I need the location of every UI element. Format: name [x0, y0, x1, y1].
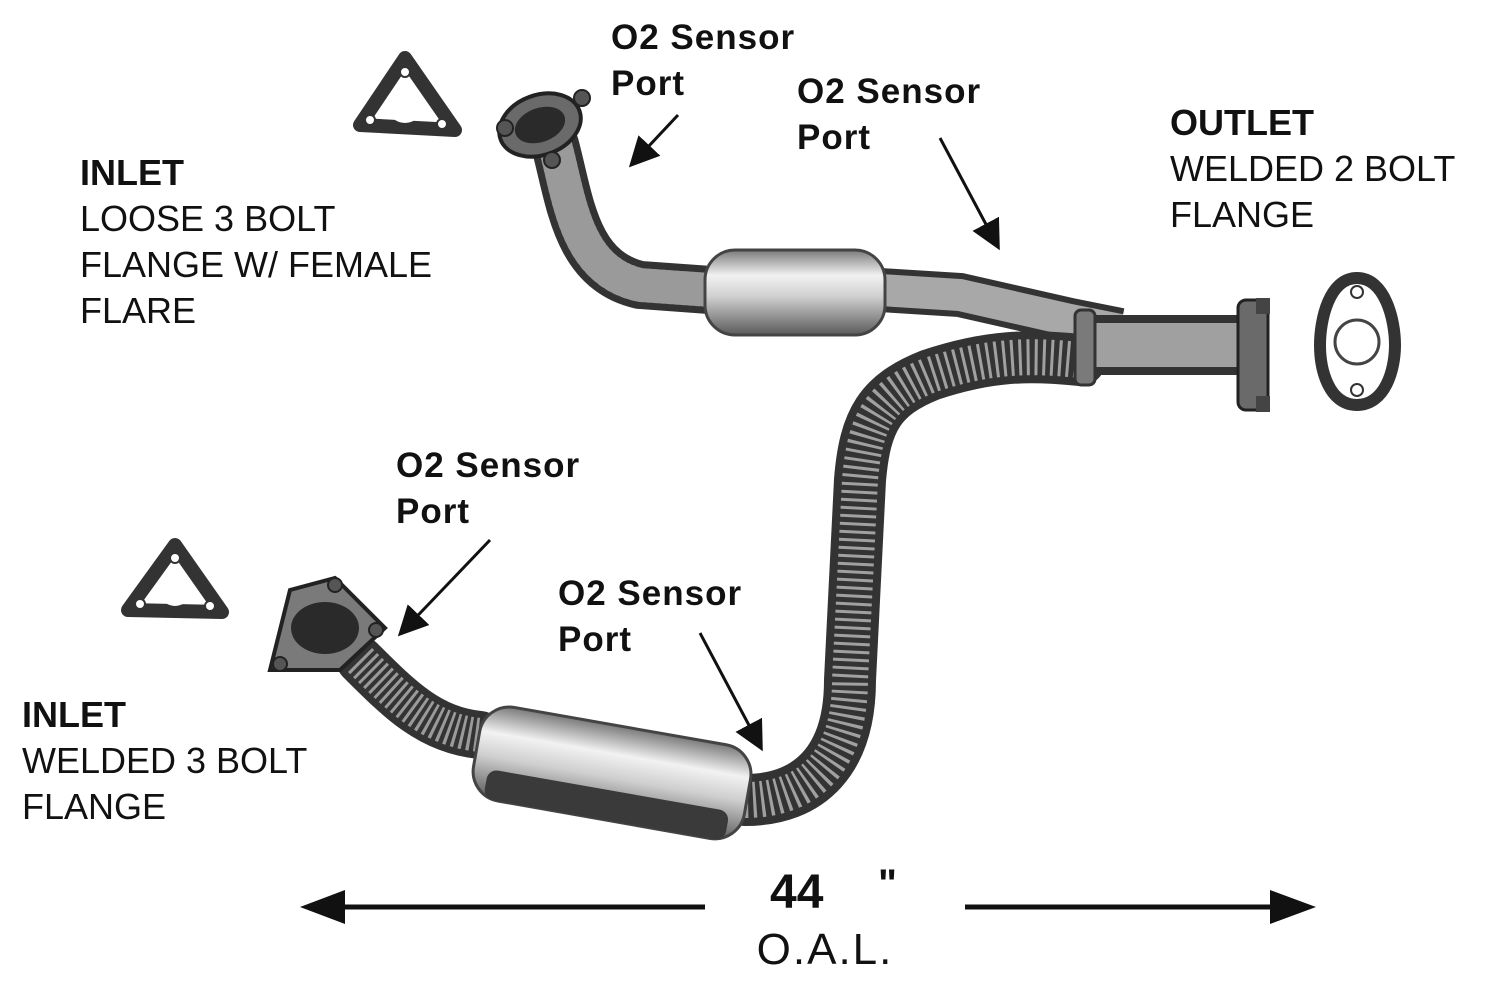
inlet-top-title: INLET — [80, 152, 184, 193]
o2-sensor-port-label-3-line-2: Port — [396, 492, 470, 531]
outlet-pipe — [1073, 308, 1245, 387]
dimension-arrow — [300, 890, 1316, 924]
inlet-bottom-title: INLET — [22, 694, 126, 735]
inlet-bottom-label: INLET WELDED 3 BOLT FLANGE — [22, 692, 307, 830]
lower-catalytic-converter — [471, 705, 753, 841]
lower-pipe-branch — [336, 331, 1106, 826]
o2-sensor-port-label-1-line-2: Port — [611, 64, 685, 103]
outlet-title: OUTLET — [1170, 102, 1314, 143]
overall-length-unit: " — [878, 862, 897, 906]
outlet-label: OUTLET WELDED 2 BOLT FLANGE — [1170, 100, 1455, 238]
inlet-bottom-line-1: WELDED 3 BOLT — [22, 740, 308, 781]
inlet-top-line-2: FLANGE W/ FEMALE — [80, 244, 433, 285]
upper-inlet-flange — [496, 89, 591, 169]
inlet-bottom-line-2: FLANGE — [22, 786, 167, 827]
inlet-top-line-3: FLARE — [80, 290, 197, 331]
gasket-3-bolt-top — [353, 51, 462, 137]
overall-length-value: 44 — [770, 866, 824, 919]
o2-port-arrow-2 — [938, 137, 1000, 251]
o2-port-arrow-1 — [628, 113, 680, 168]
upper-catalytic-converter — [703, 248, 887, 337]
o2-port-arrow-3 — [397, 538, 492, 637]
o2-sensor-port-label-1: O2 Sensor Port — [611, 15, 795, 107]
o2-sensor-port-label-2-line-1: O2 Sensor — [797, 72, 982, 111]
o2-sensor-port-label-4: O2 Sensor Port — [558, 571, 742, 663]
outlet-line-1: WELDED 2 BOLT — [1170, 148, 1456, 189]
o2-sensor-port-label-2-line-2: Port — [797, 118, 871, 157]
o2-sensor-port-label-1-line-1: O2 Sensor — [611, 18, 796, 57]
o2-port-arrow-4 — [698, 632, 763, 752]
inlet-top-line-1: LOOSE 3 BOLT — [80, 198, 336, 239]
outlet-flange — [1236, 298, 1270, 412]
gasket-2-bolt-outlet — [1313, 271, 1402, 412]
gasket-3-bolt-bottom — [121, 538, 229, 619]
lower-inlet-flange — [267, 575, 388, 672]
o2-sensor-port-label-4-line-2: Port — [558, 620, 632, 659]
overall-length-label: O.A.L. — [756, 925, 894, 974]
o2-sensor-port-label-3: O2 Sensor Port — [396, 443, 580, 535]
inlet-top-label: INLET LOOSE 3 BOLT FLANGE W/ FEMALE FLAR… — [80, 150, 432, 334]
outlet-line-2: FLANGE — [1170, 194, 1315, 235]
o2-sensor-port-label-3-line-1: O2 Sensor — [396, 446, 581, 485]
o2-sensor-port-label-4-line-1: O2 Sensor — [558, 574, 743, 613]
o2-sensor-port-label-2: O2 Sensor Port — [797, 69, 981, 161]
